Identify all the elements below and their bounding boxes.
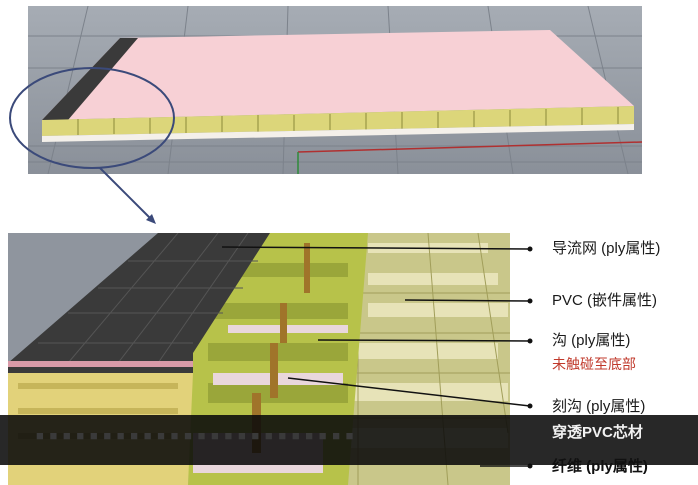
label-groove-note: 未触碰至底部 [552,356,636,372]
label-flow-mesh: 导流网 (ply属性) [552,240,661,257]
label-groove: 沟 (ply属性) [552,332,631,349]
pink-skin-edge [8,361,193,367]
overview-panel-drawing [28,6,642,174]
label-score-groove-note: 穿透PVC芯材 [552,424,643,441]
overview-viewport [28,6,642,174]
bottom-skin [42,124,634,142]
top-skin [42,30,634,120]
zoom-arrow-line [99,167,153,221]
flow-mesh-block [8,233,270,373]
overlay-band [0,415,698,465]
overlay-band-faint-text: ■ ■ ■ ■ ■ ■ ■ ■ ■ ■ ■ ■ ■ ■ ■ ■ ■ ■ ■ ■ … [36,428,355,443]
axis-red [297,141,642,153]
label-fiber: 纤维 (ply属性) [552,458,648,475]
core-edge [42,106,634,136]
label-score-groove: 刻沟 (ply属性) [552,398,646,415]
zoom-arrow-head [146,214,156,224]
flow-mesh-grid [38,233,258,364]
label-pvc: PVC (嵌件属性) [552,292,658,309]
